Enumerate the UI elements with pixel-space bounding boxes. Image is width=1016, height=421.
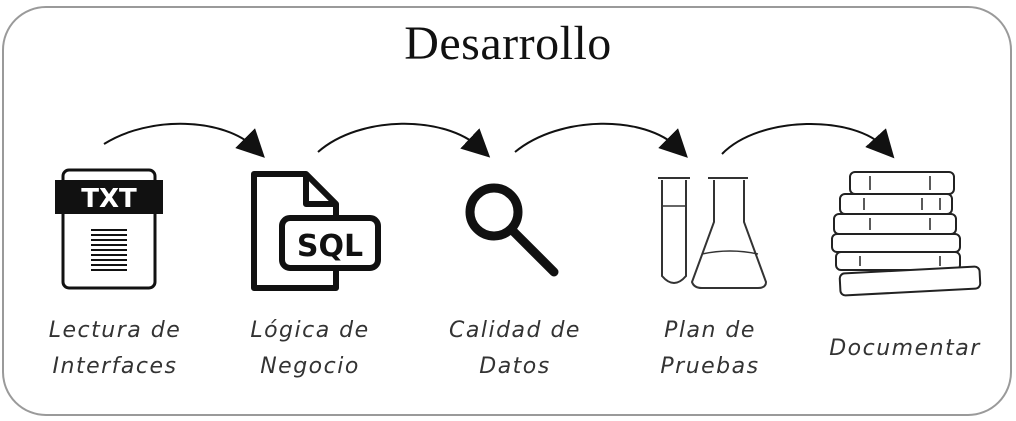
- step-label-plan-pruebas: Plan de Pruebas: [625, 313, 795, 385]
- arrow-4-to-5: [721, 123, 895, 159]
- diagram-title: Desarrollo: [404, 17, 612, 70]
- step-label-calidad-datos: Calidad de Datos: [430, 313, 600, 385]
- step-label-lectura-interfaces: Lectura de Interfaces: [30, 313, 200, 385]
- arrow-2-to-3: [317, 122, 491, 158]
- lab-glassware-icon: [650, 172, 770, 292]
- step-label-line: Interfaces: [52, 354, 178, 379]
- magnifier-icon: [462, 180, 562, 280]
- step-label-line: Plan de: [664, 318, 756, 343]
- step-label-line: Pruebas: [660, 354, 760, 379]
- txt-file-icon: TXT: [55, 166, 165, 291]
- step-label-line: Calidad de: [449, 318, 581, 343]
- arrow-3-to-4: [514, 122, 688, 158]
- step-label-logica-negocio: Lógica de Negocio: [225, 313, 395, 385]
- step-label-line: Datos: [479, 354, 551, 379]
- step-label-line: Documentar: [829, 336, 981, 361]
- svg-text:SQL: SQL: [297, 229, 363, 264]
- svg-text:TXT: TXT: [81, 184, 137, 214]
- step-label-documentar: Documentar: [815, 331, 995, 367]
- step-label-line: Negocio: [260, 354, 360, 379]
- step-label-line: Lectura de: [48, 318, 182, 343]
- arrow-1-to-2: [103, 122, 265, 158]
- sql-file-icon: SQL: [248, 170, 383, 295]
- step-label-line: Lógica de: [250, 318, 370, 343]
- books-stack-icon: [830, 168, 985, 298]
